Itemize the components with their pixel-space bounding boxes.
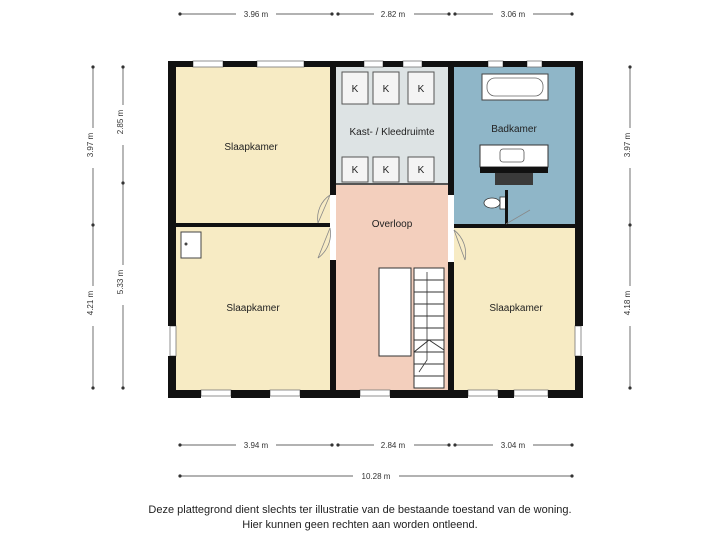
staircase [378,267,445,389]
dimension-ticks-vertical [91,65,632,390]
dimension-right-1: 3.97 m [623,132,632,157]
windows [169,60,582,397]
dimension-bottom-2: 2.84 m [381,441,406,450]
room-label-bedroom-top-left: Slaapkamer [224,142,278,153]
room-label-bedroom-bottom-left: Slaapkamer [226,303,280,314]
closet-label: K [383,84,390,95]
dimension-bottom-3: 3.04 m [501,441,526,450]
disclaimer-line-2: Hier kunnen geen rechten aan worden ontl… [242,519,478,531]
dimension-left-outer-2: 4.21 m [86,290,95,315]
disclaimer-line-1: Deze plattegrond dient slechts ter illus… [148,504,572,516]
closet-label: K [352,84,359,95]
dimension-total-width: 10.28 m [362,472,391,481]
dimension-top-1: 3.96 m [244,10,269,19]
door-swings [317,194,531,261]
bedroom-top-left-floor [176,67,330,224]
toilet [483,196,508,210]
closet-units [341,71,435,183]
room-label-closet-room: Kast- / Kleedruimte [349,127,434,138]
closet-unit [372,156,400,183]
closet-label: K [383,165,390,176]
dimension-right-2: 4.18 m [623,290,632,315]
closet-unit [372,71,400,105]
closet-label: K [418,84,425,95]
bedroom-bottom-left-floor [176,227,330,390]
closet-unit [407,71,435,105]
dimension-top-2: 2.82 m [381,10,406,19]
dimension-left-inner-1: 2.85 m [116,109,125,134]
walls [168,61,583,398]
room-label-bathroom: Badkamer [491,124,537,135]
disclaimer: Deze plattegrond dient slechts ter illus… [0,503,720,533]
dimension-bottom-1: 3.94 m [244,441,269,450]
dimension-top-3: 3.06 m [501,10,526,19]
room-label-bedroom-right: Slaapkamer [489,303,543,314]
closet-unit [341,156,369,183]
double-sink [479,144,549,185]
closet-labels: K K K K K K [352,84,425,176]
dimension-left-outer-1: 3.97 m [86,132,95,157]
wash-basin [180,231,202,259]
bathtub [481,73,549,101]
room-label-landing: Overloop [372,219,413,230]
closet-unit [341,71,369,105]
dimension-left-inner-2: 5.33 m [116,269,125,294]
bedroom-right-floor [454,227,575,390]
closet-label: K [352,165,359,176]
dimension-ticks-top [178,12,574,16]
dimension-ticks-bottom [178,443,574,478]
closet-label: K [418,165,425,176]
closet-unit [407,156,435,183]
